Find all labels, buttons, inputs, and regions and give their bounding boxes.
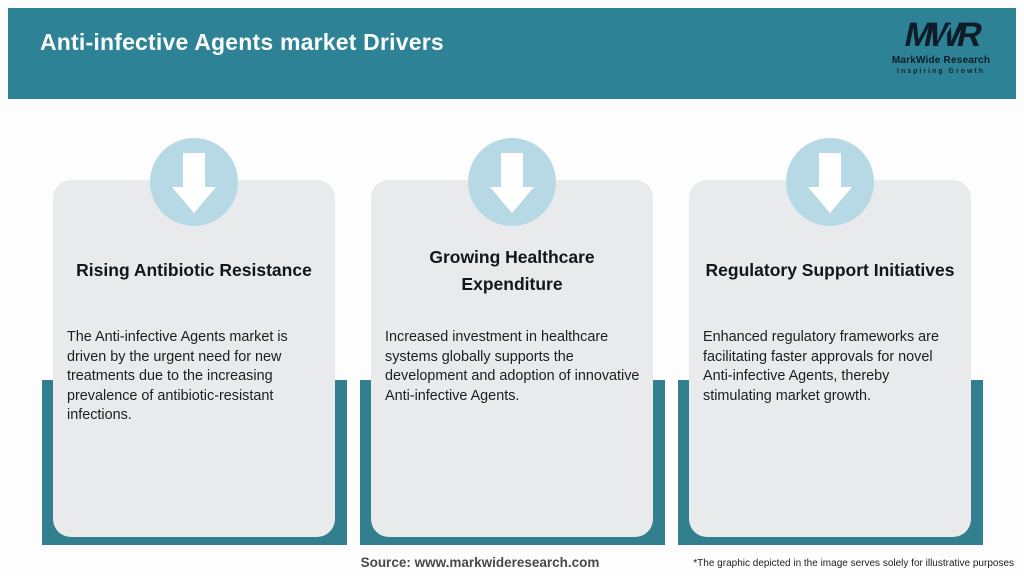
driver-card-growing-healthcare-expenditure: Growing Healthcare Expenditure Increased… bbox=[371, 138, 653, 537]
markwide-research-logo: MWR MarkWide Research Inspiring Growth bbox=[886, 16, 996, 75]
card-description: The Anti-infective Agents market is driv… bbox=[67, 329, 288, 423]
down-arrow-icon bbox=[150, 138, 238, 226]
card-title: Rising Antibiotic Resistance bbox=[76, 260, 312, 281]
driver-card-rising-antibiotic-resistance: Rising Antibiotic Resistance The Anti-in… bbox=[53, 138, 335, 537]
logo-company-name: MarkWide Research bbox=[891, 54, 991, 66]
card-description: Enhanced regulatory frameworks are facil… bbox=[703, 329, 939, 404]
card-title: Growing Healthcare Expenditure bbox=[429, 246, 595, 294]
logo-mwr-mark: MWR bbox=[900, 16, 982, 54]
card-description: Increased investment in healthcare syste… bbox=[385, 329, 640, 404]
header-bar: Anti-infective Agents market Drivers MWR… bbox=[8, 8, 1016, 99]
page-title: Anti-infective Agents market Drivers bbox=[40, 29, 444, 55]
logo-tagline: Inspiring Growth bbox=[897, 67, 985, 75]
driver-card-regulatory-support-initiatives: Regulatory Support Initiatives Enhanced … bbox=[689, 138, 971, 537]
down-arrow-icon bbox=[786, 138, 874, 226]
down-arrow-icon bbox=[468, 138, 556, 226]
disclaimer-text: *The graphic depicted in the image serve… bbox=[693, 558, 1014, 569]
source-attribution: Source: www.markwideresearch.com bbox=[360, 555, 600, 570]
card-title: Regulatory Support Initiatives bbox=[705, 260, 955, 281]
